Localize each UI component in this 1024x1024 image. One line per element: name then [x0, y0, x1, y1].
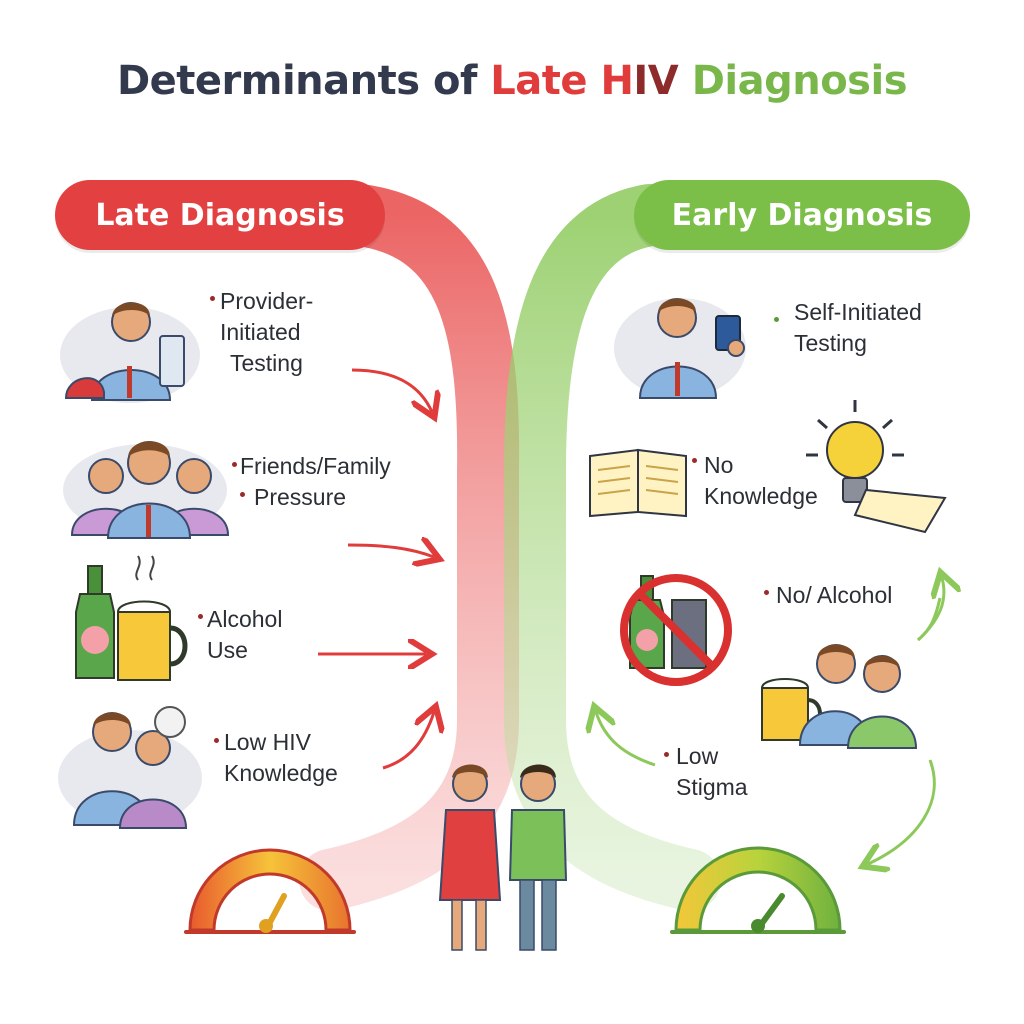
- label-line: Pressure: [254, 484, 347, 510]
- label-line: Friends/Family: [240, 453, 391, 479]
- label-line: Knowledge: [704, 483, 818, 509]
- label-line: Provider-: [220, 288, 314, 314]
- arrow-icon: [916, 578, 944, 642]
- no-alcohol-icon: [620, 574, 732, 686]
- late-diagnosis-header: Late Diagnosis: [55, 180, 385, 250]
- bullet-dot: [198, 614, 203, 619]
- early-item-low-stigma: Low Stigma: [676, 741, 748, 803]
- label-line: Testing: [794, 330, 867, 356]
- late-item-provider-initiated-testing: Provider- Initiated Testing: [220, 286, 313, 379]
- early-item-self-initiated-testing: Self-Initiated Testing: [794, 297, 922, 359]
- lightbulb-icon: [806, 400, 947, 534]
- arrow-icon: [596, 712, 656, 767]
- label-line: Low: [676, 743, 719, 769]
- bullet-dot: [764, 590, 769, 595]
- arrow-icon: [347, 545, 434, 557]
- label-line: Initiated: [220, 319, 301, 345]
- label-line: Knowledge: [224, 760, 338, 786]
- bullet-dot: [774, 317, 779, 322]
- bullet-dot: [232, 462, 237, 467]
- title-part-4: Diagnosis: [691, 58, 908, 104]
- early-diagnosis-header: Early Diagnosis: [634, 180, 970, 250]
- late-item-friends-family-pressure: Friends/Family Pressure: [240, 451, 391, 513]
- person-with-self-test-icon: [614, 298, 746, 399]
- couple-icon: [438, 764, 568, 951]
- arrow-icon: [917, 597, 942, 642]
- bullet-dot: [692, 458, 697, 463]
- group-of-people-icon: [63, 441, 230, 539]
- late-diagnosis-header-label: Late Diagnosis: [95, 197, 345, 233]
- confused-people-icon: [58, 706, 202, 829]
- late-arrows: [318, 368, 434, 770]
- early-item-no-knowledge: No Knowledge: [704, 450, 818, 512]
- late-item-low-hiv-knowledge: Low HIV Knowledge: [224, 727, 338, 789]
- title-part-3: IV: [633, 58, 692, 104]
- label-line: No: [704, 452, 734, 478]
- title-part-2: Late H: [490, 58, 634, 104]
- label-line: Low HIV: [224, 729, 311, 755]
- early-arrows: [596, 578, 944, 864]
- alcohol-bottle-and-beer-icon: [75, 555, 188, 681]
- friends-with-beer-icon: [760, 644, 918, 749]
- label-line: Testing: [230, 350, 303, 376]
- label-line: Use: [207, 637, 248, 663]
- page-title: Determinants of Late HIV Diagnosis: [0, 58, 1024, 104]
- bullet-dot: [664, 752, 669, 757]
- early-diagnosis-header-label: Early Diagnosis: [671, 197, 933, 233]
- late-item-alcohol-use: Alcohol Use: [207, 604, 282, 666]
- early-gauge-icon: [670, 846, 846, 934]
- title-part-1: Determinants of: [116, 58, 491, 104]
- late-flow-band: [299, 184, 520, 911]
- doctor-with-test-kit-icon: [60, 302, 200, 403]
- label-line: Stigma: [676, 774, 748, 800]
- bullet-dot: [240, 492, 245, 497]
- bullet-dot: [214, 738, 219, 743]
- arrow-icon: [868, 759, 936, 864]
- early-item-no-alcohol: No/ Alcohol: [776, 580, 892, 611]
- label-line: No/ Alcohol: [776, 582, 893, 608]
- bullet-dot: [210, 296, 215, 301]
- label-line: Self-Initiated: [794, 299, 922, 325]
- label-line: Alcohol: [207, 606, 283, 632]
- early-flow-band: [504, 184, 721, 911]
- arrow-icon: [382, 712, 434, 770]
- late-gauge-icon: [184, 848, 356, 934]
- arrow-icon: [351, 368, 432, 412]
- open-book-icon: [589, 448, 687, 518]
